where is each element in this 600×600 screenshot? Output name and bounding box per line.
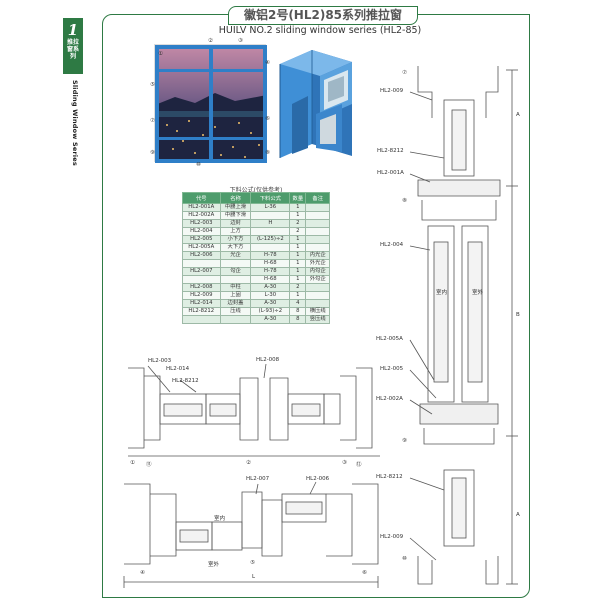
page-title: 徽铝2号(HL2)85系列推拉窗 xyxy=(228,6,418,25)
label-hl2-005: HL2-005 xyxy=(380,366,404,372)
section-marker-1: ① xyxy=(130,460,135,466)
chapter-number: 1 xyxy=(67,21,79,39)
label-hl2-8212-mid: HL2-8212 xyxy=(172,378,199,384)
label-hl2-001a: HL2-001A xyxy=(377,170,404,176)
cell-note: 竖压线 xyxy=(305,315,330,324)
label-hl2-009-top: HL2-009 xyxy=(380,88,404,94)
chapter-badge: 1 推拉窗系列 xyxy=(63,18,83,74)
label-indoor-vertical: 室内 xyxy=(436,290,448,296)
chapter-cn-label: 推拉窗系列 xyxy=(66,39,79,60)
label-hl2-002a: HL2-002A xyxy=(376,396,403,402)
page-subtitle: HUILV NO.2 sliding window series (HL2-85… xyxy=(218,25,422,36)
photo-marker-8: ⑧ xyxy=(265,150,270,156)
photo-marker-1: ① xyxy=(158,51,163,57)
label-hl2-009-bottom: HL2-009 xyxy=(380,534,404,540)
photo-marker-5: ⑤ xyxy=(150,82,155,88)
label-hl2-014: HL2-014 xyxy=(166,366,190,372)
photo-marker-4: ④ xyxy=(265,60,270,66)
label-indoor-horizontal: 室内 xyxy=(214,516,226,522)
photo-marker-10: ⑩ xyxy=(196,162,201,168)
side-tab: 1 推拉窗系列 Sliding Window Series xyxy=(63,18,83,578)
label-hl2-003: HL2-003 xyxy=(148,358,172,364)
window-photo-image xyxy=(155,45,267,163)
label-hl2-008: HL2-008 xyxy=(256,357,280,363)
label-outdoor-horizontal: 室外 xyxy=(208,562,220,568)
dimension-b: B xyxy=(516,312,520,318)
profile-3d-image xyxy=(272,44,364,162)
section-marker-8: ⑧ xyxy=(402,198,407,204)
section-marker-11: ⑪ xyxy=(146,462,152,468)
section-marker-4: ④ xyxy=(140,570,145,576)
profile-3d-drawing xyxy=(279,50,352,158)
table-caption: 下料公式(仅供参考) xyxy=(229,187,283,194)
vertical-section xyxy=(409,66,518,585)
dimension-a-top: A xyxy=(516,112,520,118)
chapter-en-label: Sliding Window Series xyxy=(71,80,79,166)
label-outdoor-vertical: 室外 xyxy=(472,290,484,296)
section-marker-5: ⑤ xyxy=(250,560,255,566)
section-marker-2: ② xyxy=(246,460,251,466)
section-marker-6: ⑥ xyxy=(362,570,367,576)
horizontal-section-top xyxy=(128,363,380,457)
section-marker-7: ⑦ xyxy=(402,70,407,76)
cell-name xyxy=(219,315,252,324)
window-photo xyxy=(154,44,267,163)
photo-marker-2: ② xyxy=(208,38,213,44)
label-hl2-006: HL2-006 xyxy=(306,476,330,482)
photo-marker-6: ⑥ xyxy=(265,116,270,122)
section-marker-10: ⑩ xyxy=(402,556,407,562)
horizontal-section-bottom xyxy=(123,481,379,588)
section-marker-9: ⑨ xyxy=(402,438,407,444)
cell-qty: 8 xyxy=(289,315,307,324)
photo-marker-7: ⑦ xyxy=(150,118,155,124)
label-hl2-005a: HL2-005A xyxy=(376,336,403,342)
photo-marker-9: ⑨ xyxy=(150,150,155,156)
table-header-row: 代号 名称 下料公式 数量 备注 xyxy=(182,192,330,204)
label-hl2-8212-bottom: HL2-8212 xyxy=(376,474,403,480)
label-hl2-007: HL2-007 xyxy=(246,476,270,482)
dimension-l: L xyxy=(252,574,256,580)
dimension-a-bottom: A xyxy=(516,512,520,518)
section-marker-3: ③ xyxy=(342,460,347,466)
label-hl2-004: HL2-004 xyxy=(380,242,404,248)
label-hl2-8212-top: HL2-8212 xyxy=(377,148,404,154)
photo-marker-3: ③ xyxy=(238,38,243,44)
section-marker-12: ⑫ xyxy=(356,462,362,468)
